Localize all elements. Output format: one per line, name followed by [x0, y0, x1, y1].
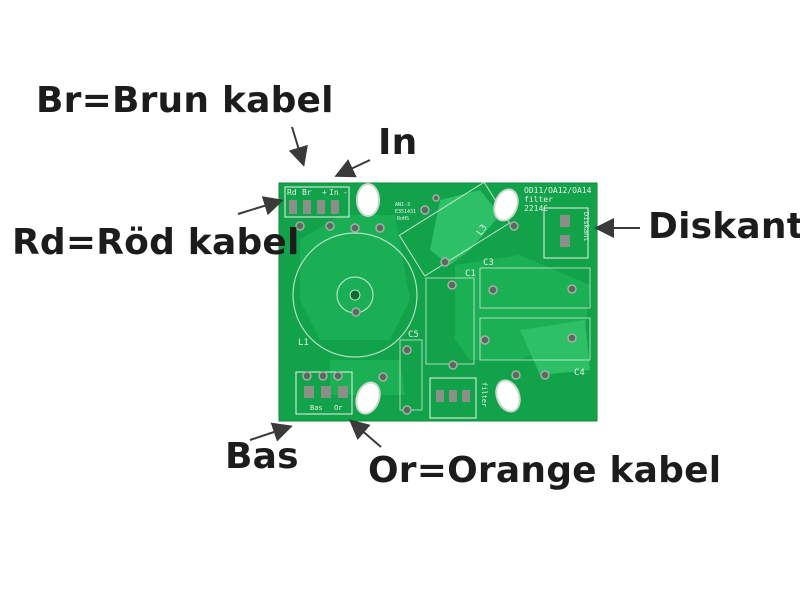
silk-tweeter-connector — [543, 207, 589, 259]
input-header-pins — [289, 200, 339, 214]
silk-model-code: 2214C — [524, 204, 548, 213]
arrow-red-wire — [237, 196, 284, 216]
silk-header-plus: + — [322, 188, 327, 197]
silk-tweeter: Diskant — [582, 212, 590, 242]
silk-header-minus: - — [343, 188, 348, 197]
label-brown-wire: Br=Brun kabel — [36, 80, 334, 121]
silk-center-code2: E351431 — [395, 209, 416, 215]
arrow-brown-wire — [288, 126, 308, 167]
mounting-hole — [495, 379, 521, 413]
silk-header-rd: Rd — [287, 188, 297, 197]
mounting-hole — [493, 188, 519, 222]
silk-filter-connector — [429, 377, 477, 419]
silk-center-code3: RoHS — [397, 216, 409, 222]
filter-pad — [436, 390, 444, 402]
silk-c4: C4 — [574, 368, 585, 378]
silk-filter: filter — [480, 382, 488, 407]
label-input: In — [378, 122, 418, 163]
silk-c3 — [479, 267, 591, 309]
silk-l1: L1 — [298, 338, 309, 348]
silk-model-filter: filter — [524, 195, 553, 204]
tweeter-pad — [560, 215, 570, 227]
silk-l1-hole — [349, 289, 361, 301]
silk-or: Or — [334, 404, 342, 412]
copper-trace — [330, 360, 405, 395]
silk-c4 — [479, 317, 591, 361]
label-tweeter: Diskant — [648, 206, 800, 247]
silk-c5: C5 — [408, 330, 419, 340]
silk-c3: C3 — [483, 258, 494, 268]
arrow-orange-wire — [348, 419, 382, 448]
mounting-hole — [356, 183, 380, 217]
silk-header-br: Br — [302, 188, 312, 197]
silk-bas: Bas — [310, 404, 323, 412]
silk-input-header — [284, 186, 350, 218]
mounting-hole — [355, 381, 381, 415]
silk-header-in: In — [329, 188, 339, 197]
arrow-bass — [249, 422, 293, 442]
tweeter-pad — [560, 235, 570, 247]
bass-pad — [304, 386, 314, 398]
silk-center-code1: ANI-3 — [395, 202, 410, 208]
silk-model-top: OD11/OA12/OA14 — [524, 186, 592, 195]
copper-trace — [430, 190, 500, 265]
arrow-input — [334, 159, 371, 178]
bass-pad — [338, 386, 348, 398]
label-bass: Bas — [225, 436, 299, 477]
bass-pad — [321, 386, 331, 398]
label-orange-wire: Or=Orange kabel — [368, 450, 722, 491]
filter-pad — [449, 390, 457, 402]
label-red-wire: Rd=Röd kabel — [12, 222, 300, 263]
silk-c1: C1 — [465, 269, 476, 279]
filter-pad — [462, 390, 470, 402]
silk-l1-outline — [292, 232, 418, 358]
solder-pads — [295, 194, 577, 415]
